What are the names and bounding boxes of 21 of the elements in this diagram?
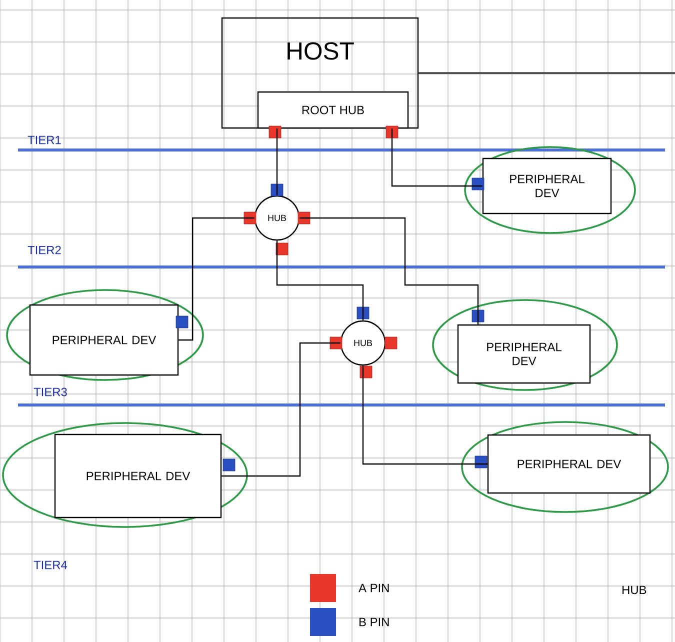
- root-hub-box: ROOT HUB: [257, 91, 409, 138]
- tier-label: TIER3: [34, 388, 67, 396]
- tier-label: TIER2: [28, 246, 61, 254]
- tier-label: TIER1: [28, 136, 61, 144]
- connector-line: [178, 217, 254, 341]
- legend-text: B PIN: [360, 618, 389, 626]
- peripheral-device: PERIPHERAL DEV: [464, 146, 636, 234]
- tier-label: TIER4: [34, 560, 68, 570]
- connector-line: [391, 128, 482, 187]
- connector-line: [222, 342, 340, 477]
- legend-text: A PIN: [358, 584, 389, 592]
- connector-line: [418, 72, 675, 74]
- peripheral-device: PERIPHERAL DEV: [432, 299, 618, 391]
- connector-line: [276, 240, 364, 320]
- peripheral-device: PERIPHERAL DEV: [461, 421, 669, 513]
- peripheral-device: PERIPHERAL DEV: [2, 422, 248, 528]
- connector-line: [300, 217, 479, 324]
- connector-line: [362, 366, 488, 465]
- connector-line: [276, 128, 278, 196]
- hub-label: HUB: [622, 586, 646, 594]
- peripheral-device: PERIPHERAL DEV: [6, 289, 204, 381]
